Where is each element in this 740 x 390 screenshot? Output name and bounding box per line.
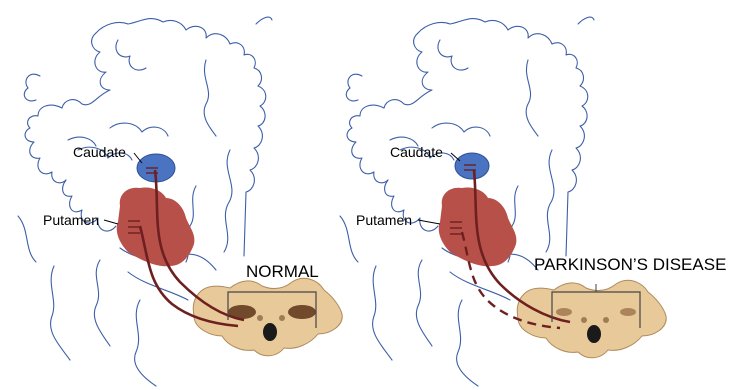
caudate-label-parkinsons: Caudate [390, 144, 443, 160]
caudate-leader-normal [134, 153, 142, 163]
panel-normal: Caudate Putamen NORMAL [18, 17, 342, 386]
putamen-label-parkinsons: Putamen [356, 212, 412, 228]
caudate-label-normal: Caudate [73, 144, 126, 160]
caudate-parkinsons [455, 153, 489, 179]
putamen-leader-normal [104, 220, 118, 224]
putamen-label-normal: Putamen [43, 212, 99, 228]
panel-title-normal: NORMAL [246, 262, 319, 281]
midbrain-normal [193, 278, 342, 355]
panel-title-parkinsons: PARKINSON’S DISEASE [534, 255, 726, 274]
putamen-leader-parkinsons [418, 220, 440, 224]
panel-parkinsons: Caudate Putamen PARKINSON’S DISEASE [340, 17, 726, 386]
